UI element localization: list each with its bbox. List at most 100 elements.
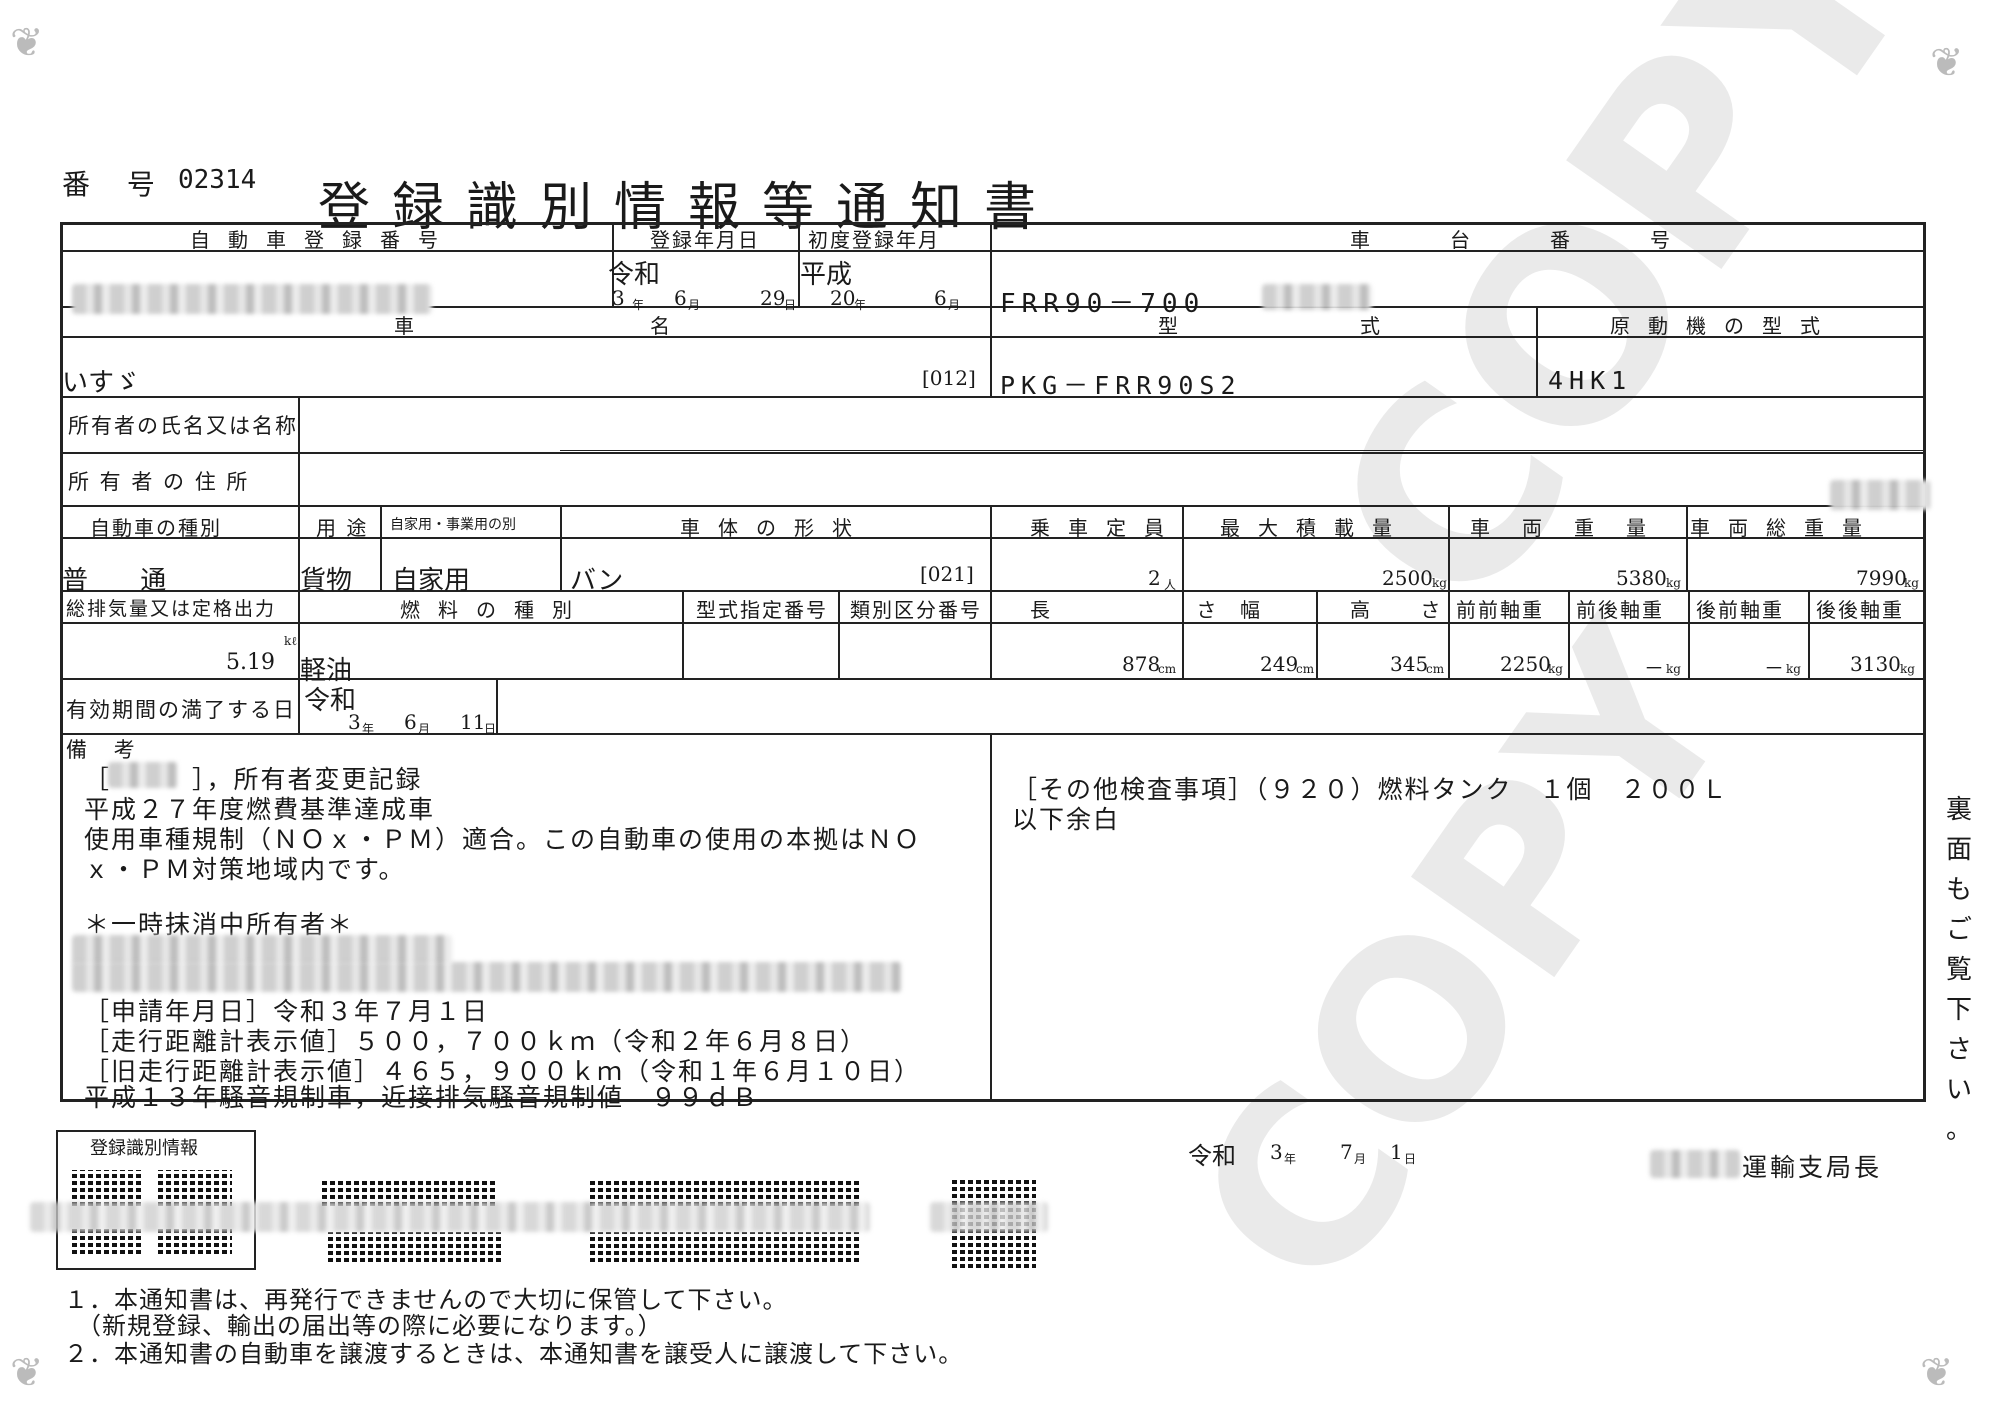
ornament-bottom-right: ❦ — [1920, 1350, 1954, 1396]
vehicle-name: いすゞ — [62, 368, 141, 398]
side-note-char: ご — [1945, 915, 1972, 945]
rule — [298, 396, 300, 733]
max-load-value: 2500 — [1382, 566, 1433, 590]
reg-date-year: 3 — [612, 286, 625, 310]
reg-date-day: 29 — [760, 286, 786, 310]
remark-line: 使用車種規制（ＮＯｘ・ＰＭ）適合。この自動車の使用の本拠はＮＯ — [84, 825, 922, 854]
side-note-char: さ — [1945, 1035, 1972, 1065]
rule — [560, 505, 562, 590]
vehicle-name-code: [012] — [922, 366, 976, 390]
rule — [60, 733, 1926, 735]
unit-day: 日 — [784, 298, 797, 312]
side-note: 裏 面 も ご 覧 下 さ い 。 — [1944, 790, 1974, 1150]
private-value: 自家用 — [392, 566, 471, 596]
width-value: 249 — [1260, 652, 1299, 676]
rule — [380, 505, 382, 590]
rule — [1448, 505, 1450, 678]
unit-month: 月 — [948, 298, 961, 312]
qr-code — [590, 1178, 860, 1206]
kg-unit: kg — [1904, 576, 1919, 590]
expiry-era: 令和 — [304, 686, 357, 716]
redacted-chassis — [1262, 284, 1372, 310]
name-label-b: 名 — [650, 314, 672, 338]
qr-code — [418, 1178, 498, 1206]
side-note-char: 下 — [1945, 995, 1972, 1025]
remark-line: ［申請年月日］令和３年７月１日 — [84, 997, 490, 1026]
qr-label: 登録識別情報 — [90, 1138, 198, 1159]
rule — [560, 450, 1926, 451]
document-number-label: 番 号 — [62, 168, 169, 201]
rule — [60, 678, 1926, 680]
rule — [1182, 505, 1184, 678]
displacement-label: 総排気量又は定格出力 — [66, 598, 277, 620]
rule — [60, 396, 1926, 398]
expiry-day: 11 — [460, 710, 486, 734]
rule — [1808, 590, 1810, 678]
front-rear-axle-label: 前後軸重 — [1576, 598, 1664, 622]
qr-code — [590, 1232, 860, 1262]
vehicle-weight-value: 5380 — [1616, 566, 1667, 590]
reg-date-month: 6 — [674, 286, 687, 310]
kg-unit: kg — [1786, 662, 1801, 676]
cm-unit: cm — [1158, 662, 1177, 676]
side-note-char: 面 — [1945, 835, 1972, 865]
issue-era: 令和 — [1188, 1142, 1236, 1170]
rule — [990, 733, 992, 1102]
ornament-top-right: ❦ — [1930, 40, 1964, 86]
footer-note: １．本通知書は、再発行できませんので大切に保管して下さい。 — [64, 1286, 788, 1314]
rear-front-axle-value: － — [1764, 656, 1784, 680]
redacted-remark — [108, 762, 178, 788]
displacement-value: 5.19 — [226, 650, 275, 675]
engine-model-label: 原動機の型式 — [1610, 314, 1838, 338]
first-reg-year: 20 — [830, 286, 856, 310]
body-shape-code: [021] — [920, 562, 974, 586]
rule — [60, 622, 1926, 624]
body-shape-value: バン — [570, 566, 624, 596]
remark-line: 平成２７年度燃費基準達成車 — [84, 795, 436, 824]
remark-line: ［走行距離計表示値］５００，７００ｋｍ（令和２年６月８日） — [84, 1027, 868, 1056]
first-reg-era: 平成 — [800, 260, 853, 290]
fuel-type-value: 軽油 — [300, 656, 353, 686]
rule — [1536, 306, 1538, 396]
capacity-unit: 人 — [1164, 578, 1177, 592]
remark-line: 平成１３年騒音規制車，近接排気騒音規制値 ９９ｄＢ — [84, 1083, 760, 1112]
kg-unit: kg — [1432, 576, 1447, 590]
rule — [798, 222, 800, 306]
kg-unit: kg — [1900, 662, 1915, 676]
ornament-top-left: ❦ — [10, 20, 44, 66]
displacement-unit: kℓ — [284, 634, 298, 648]
redacted-office — [1650, 1150, 1740, 1178]
redacted-reg-number — [72, 284, 432, 314]
qr-frame — [56, 1130, 256, 1270]
redacted-owner — [1830, 480, 1930, 510]
first-reg-label: 初度登録年月 — [808, 228, 940, 252]
footer-note: （新規登録、輸出の届出等の際に必要になります。） — [64, 1312, 663, 1340]
vehicle-type-label: 自動車の種別 — [90, 516, 222, 540]
use-label: 用 途 — [316, 516, 369, 540]
qr-code — [322, 1178, 418, 1206]
qr-code — [72, 1170, 142, 1206]
side-note-char: も — [1945, 875, 1972, 905]
model-value: PKG－FRR90S2 — [1000, 371, 1242, 400]
class-number-label: 類別区分番号 — [850, 598, 982, 622]
kg-unit: kg — [1666, 576, 1681, 590]
rule — [1316, 590, 1318, 678]
rule — [682, 590, 684, 678]
rule — [1568, 590, 1570, 678]
height-value: 345 — [1390, 652, 1429, 676]
expiry-year: 3 — [348, 710, 361, 734]
cm-unit: cm — [1296, 662, 1315, 676]
max-load-label: 最大積載量 — [1220, 516, 1410, 540]
owner-address-label: 所 有 者 の 住 所 — [68, 470, 250, 494]
rear-front-axle-label: 後前軸重 — [1696, 598, 1784, 622]
chassis-label: 車台番号 — [1350, 228, 1750, 252]
side-note-char: 覧 — [1945, 955, 1972, 985]
kg-unit: kg — [1548, 662, 1563, 676]
length-label: 長 さ — [1030, 598, 1287, 622]
qr-code — [328, 1232, 504, 1262]
rule — [60, 306, 1926, 308]
redacted-qr-strip — [30, 1202, 870, 1232]
front-front-axle-label: 前前軸重 — [1456, 598, 1544, 622]
vehicle-weight-label: 車両重量 — [1470, 516, 1678, 540]
footer-note: ２．本通知書の自動車を譲渡するときは、本通知書を譲受人に譲渡して下さい。 — [64, 1340, 964, 1368]
